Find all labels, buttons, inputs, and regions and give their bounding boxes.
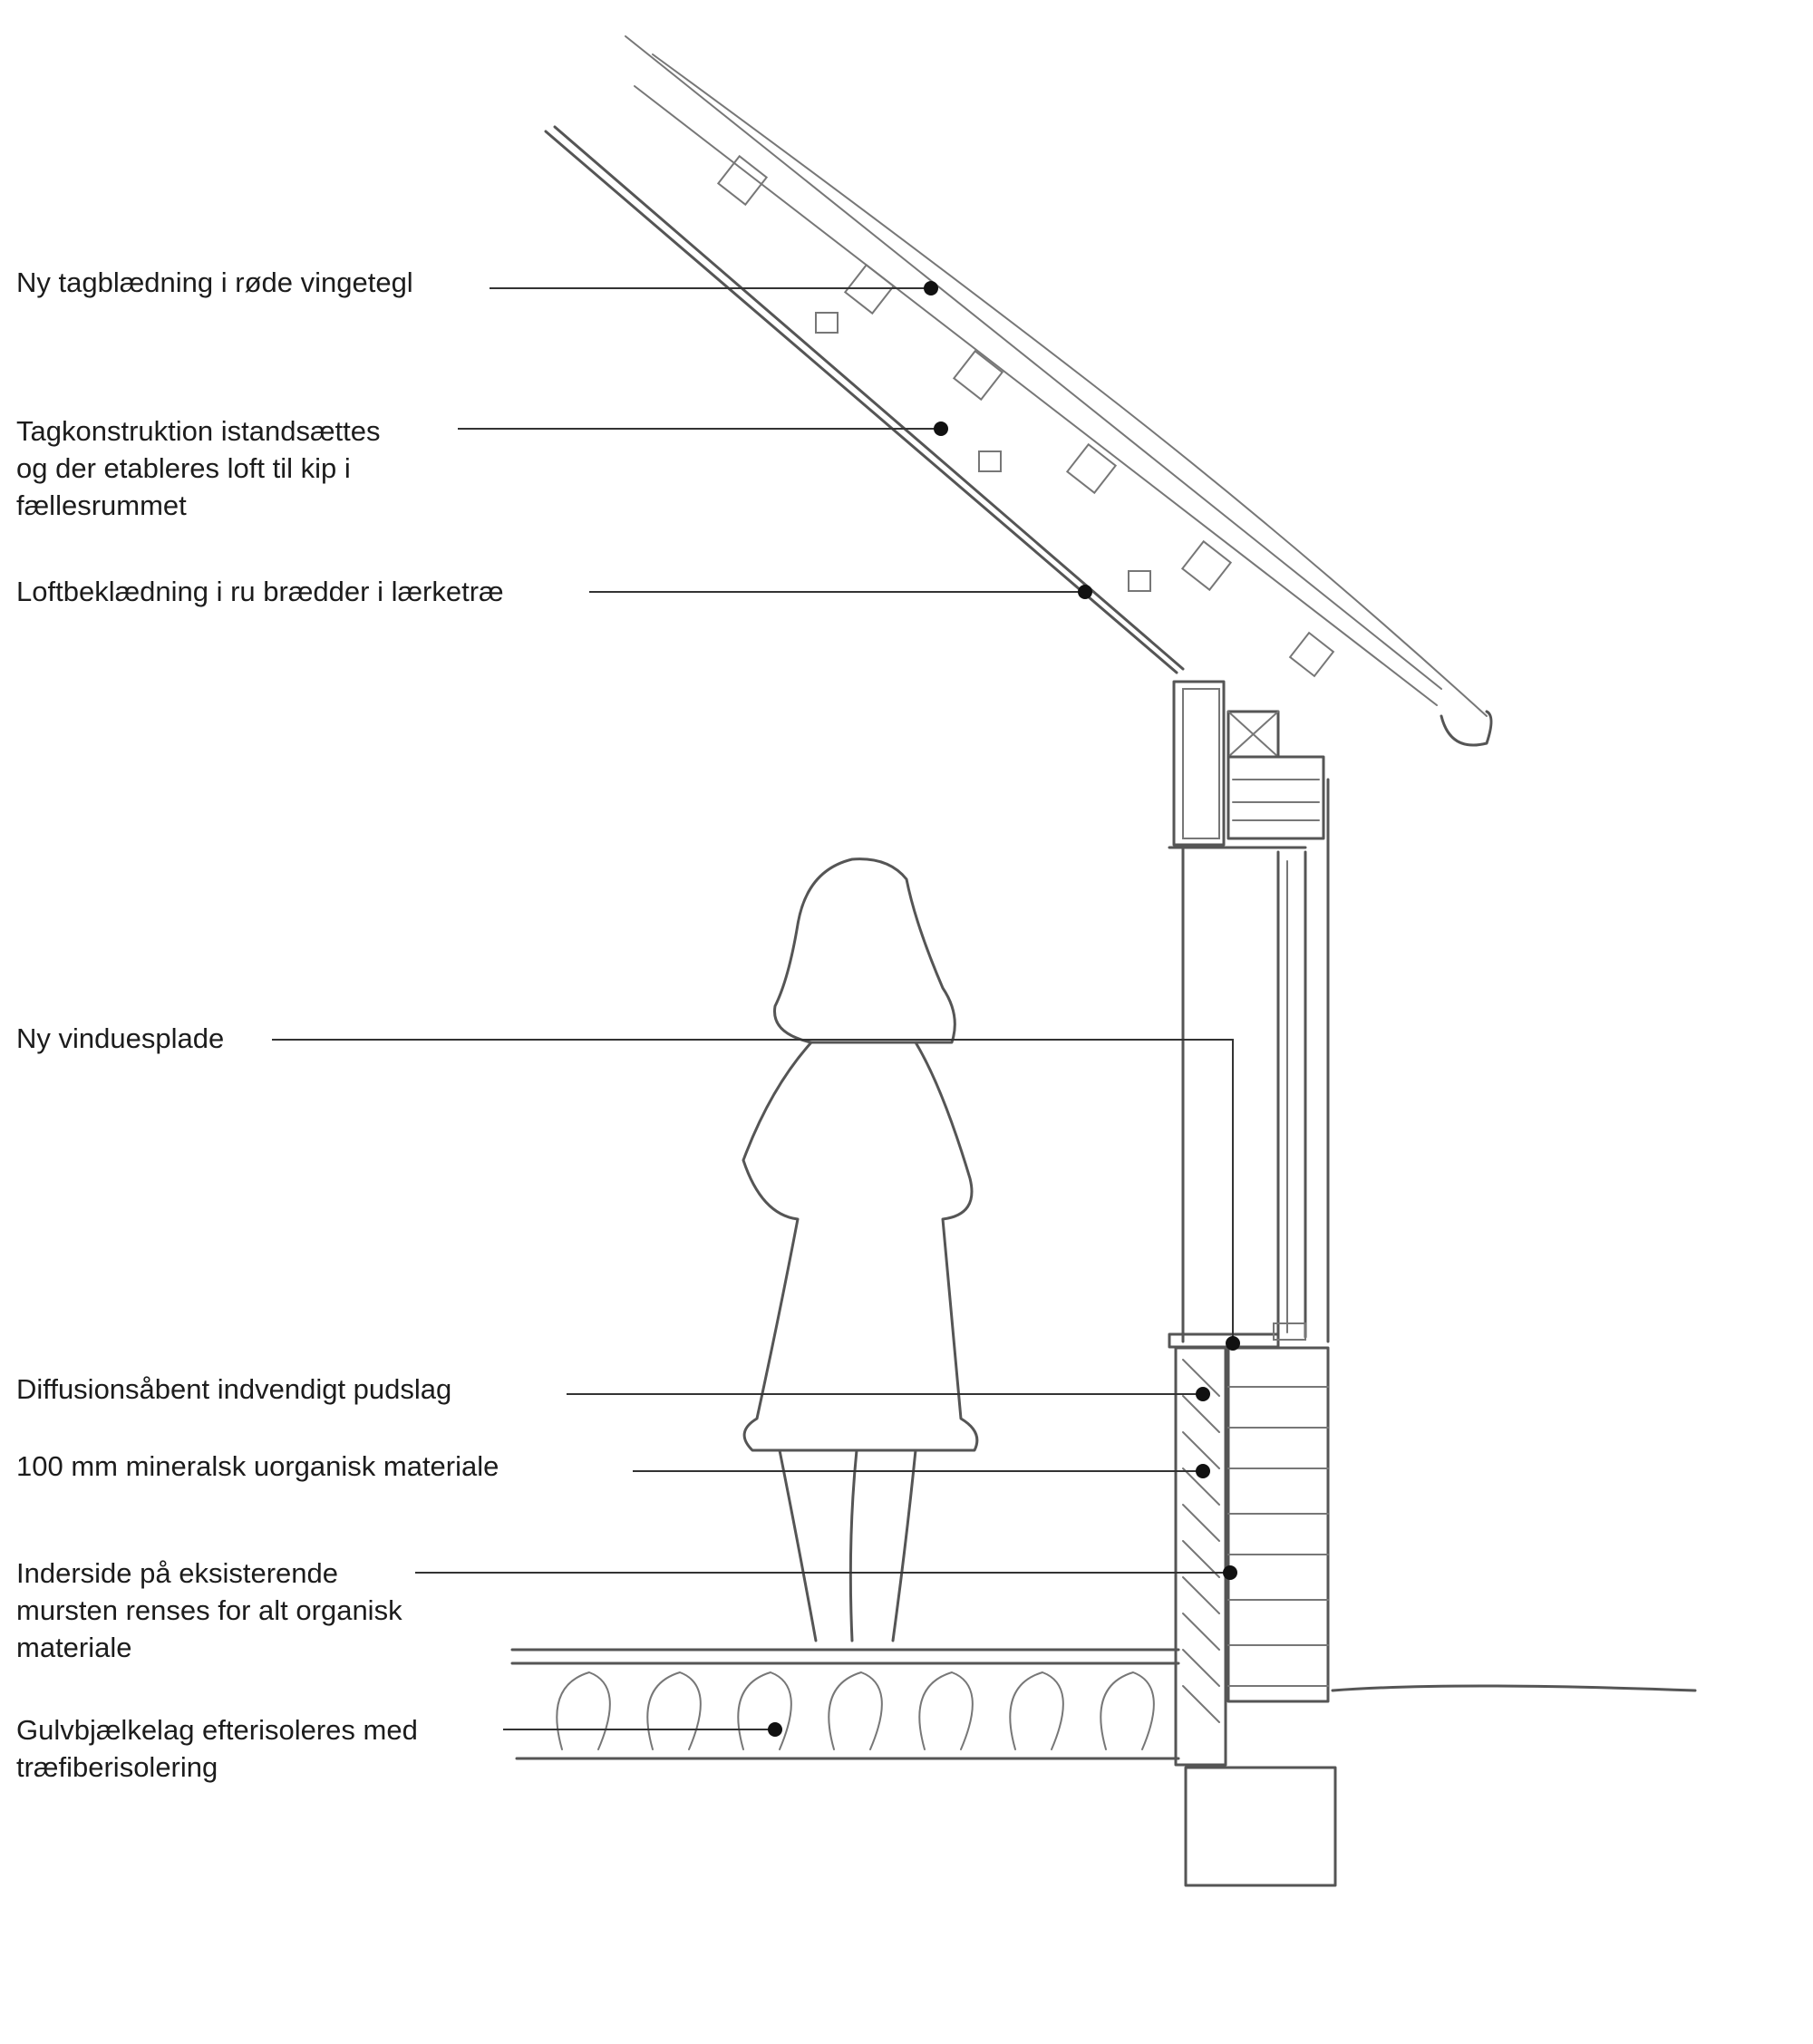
leader-lines: [272, 281, 1240, 1737]
label-brick-inside: Inderside på eksisterende mursten renses…: [16, 1557, 402, 1663]
floor-sketch: [510, 1648, 1180, 1760]
label-mineral-insulation: 100 mm mineralsk uorganisk materiale: [16, 1450, 499, 1482]
label-floor-joists: Gulvbjælkelag efterisoleres med træfiber…: [16, 1714, 418, 1783]
label-window-sill: Ny vinduesplade: [16, 1022, 225, 1054]
window-sketch: [1168, 778, 1330, 1349]
eave-sketch: [1168, 680, 1325, 849]
label-plaster: Diffusionsåbent indvendigt pudslag: [16, 1373, 452, 1405]
wall-sketch: [1174, 1346, 1697, 1887]
label-roof-structure: Tagkonstruktion istandsættes og der etab…: [16, 415, 381, 521]
label-ceiling-cladding: Loftbeklædning i ru brædder i lærketræ: [16, 576, 504, 607]
label-roof-tiles: Ny tagblædning i røde vingetegl: [16, 266, 413, 298]
person-figure: [742, 857, 979, 1642]
roof-sketch: [544, 35, 1493, 747]
